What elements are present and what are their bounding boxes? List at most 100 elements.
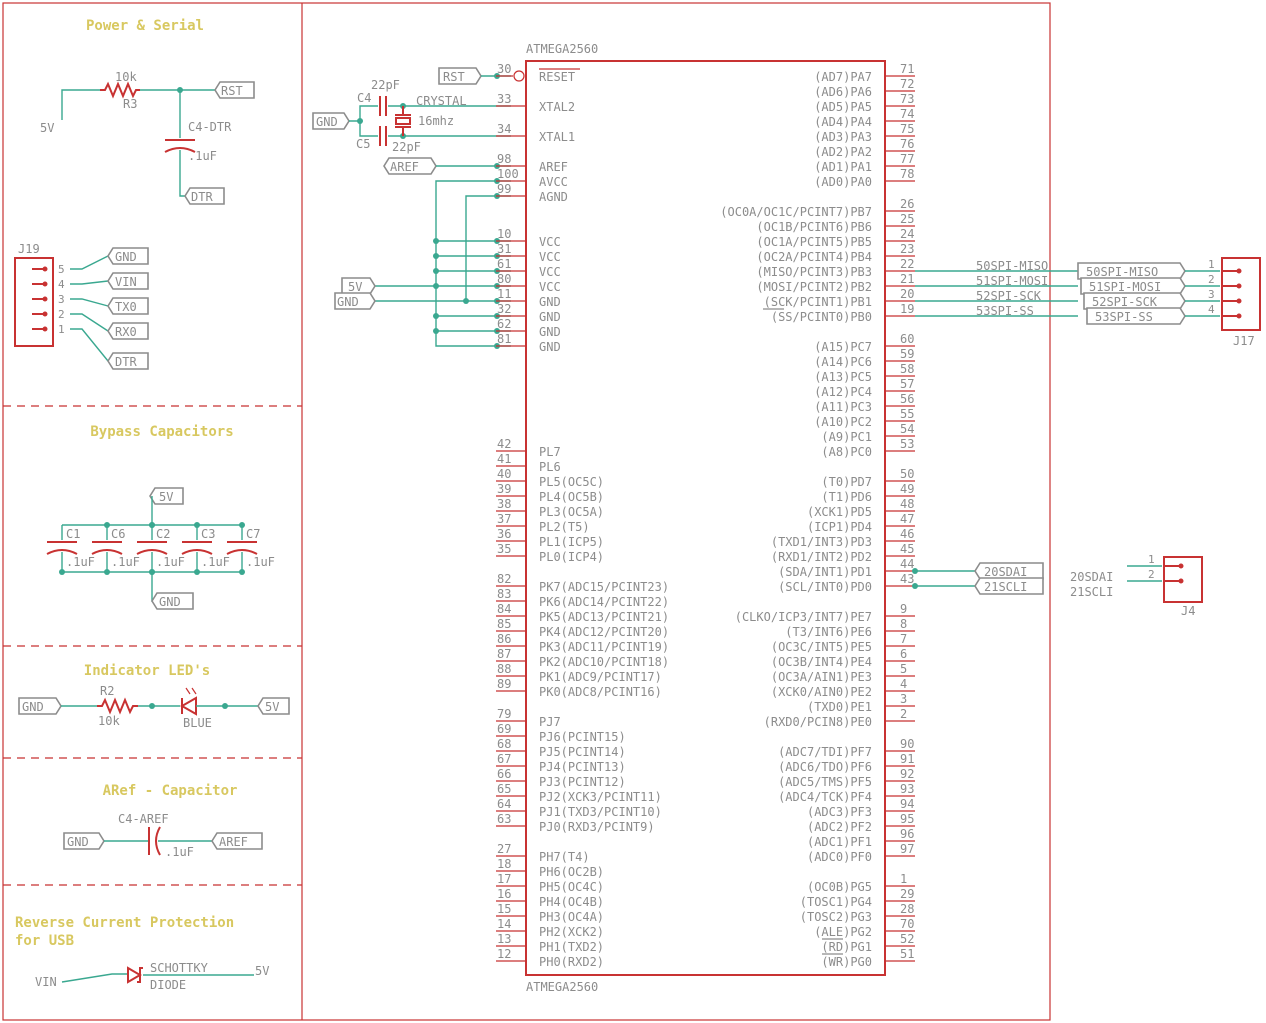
net-label-i2c-0 <box>974 562 1044 580</box>
c4-aref-name: C4-AREF <box>118 812 169 826</box>
net-label-j19-dtr <box>107 352 149 370</box>
mcu-pin-name: (SCK/PCINT1)PB1 <box>764 295 872 309</box>
mcu-pin-name: (A15)PC7 <box>814 340 872 354</box>
r2-name: R2 <box>100 684 114 698</box>
mcu-pin-name: (MOSI/PCINT2)PB2 <box>756 280 872 294</box>
bypass-cap-value: .1uF <box>66 555 95 569</box>
mcu-pin-name: (SCL/INT0)PD0 <box>778 580 872 594</box>
mcu-pin-num: 92 <box>900 767 914 781</box>
mcu-name-top: ATMEGA2560 <box>526 42 598 56</box>
cap-c4-dtr-curve <box>164 147 196 153</box>
mcu-pin-num: 45 <box>900 542 914 556</box>
net-label-gnd-xtal <box>312 112 350 130</box>
heading-aref: ARef - Capacitor <box>103 783 238 799</box>
mcu-pin-name: PH7(T4) <box>539 850 590 864</box>
mcu-pin-name: PL3(OC5A) <box>539 505 604 519</box>
mcu-pin-num: 51 <box>900 947 914 961</box>
bypass-cap-name: C2 <box>156 527 170 541</box>
mcu-pin-num: 29 <box>900 887 914 901</box>
net-label-5v-led <box>257 697 290 715</box>
mcu-name-bottom: ATMEGA2560 <box>526 980 598 994</box>
mcu-pin-num: 52 <box>900 932 914 946</box>
mcu-pin-name: (ADC6/TDO)PF6 <box>778 760 872 774</box>
reverse-circuit: VIN SCHOTTKY DIODE 5V <box>35 961 269 992</box>
mcu-pin-name: (A14)PC6 <box>814 355 872 369</box>
mcu-pin-name: PJ5(PCINT14) <box>539 745 626 759</box>
mcu-pin-name: RESET <box>539 70 575 84</box>
mcu-pin-name: PH5(OC4C) <box>539 880 604 894</box>
spi-net-label: 50SPI-MISO <box>976 259 1048 273</box>
mcu-pin-num: 49 <box>900 482 914 496</box>
mcu-pin-num: 30 <box>497 62 511 76</box>
mcu-pin-num: 31 <box>497 242 511 256</box>
mcu-pin-num: 21 <box>900 272 914 286</box>
j17-pin-num: 1 <box>1208 258 1215 271</box>
mcu-pin-name: (AD6)PA6 <box>814 85 872 99</box>
mcu-pin-num: 72 <box>900 77 914 91</box>
mcu-pin-num: 19 <box>900 302 914 316</box>
r2-value: 10k <box>98 714 120 728</box>
j17-pin-num: 3 <box>1208 288 1215 301</box>
mcu-pin-num: 34 <box>497 122 511 136</box>
diode-schottky <box>127 966 142 984</box>
mcu-pin-num: 54 <box>900 422 914 436</box>
mcu-pin-name: (OC0B)PG5 <box>807 880 872 894</box>
mcu-pin-name: PH3(OC4A) <box>539 910 604 924</box>
mcu-pin-name: PL1(ICP5) <box>539 535 604 549</box>
mcu-pin-name: PJ7 <box>539 715 561 729</box>
aref-gnd: GND <box>67 835 89 849</box>
mcu-pin-num: 22 <box>900 257 914 271</box>
net-label-i2c-1 <box>974 577 1044 595</box>
mcu-pin-num: 94 <box>900 797 914 811</box>
mcu-pin-num: 25 <box>900 212 914 226</box>
mcu-pin-num: 26 <box>900 197 914 211</box>
mcu-pin-num: 81 <box>497 332 511 346</box>
led-gnd: GND <box>22 700 44 714</box>
mcu-pin-num: 56 <box>900 392 914 406</box>
spi-net-label: 52SPI-SCK <box>976 289 1042 303</box>
j19-pin-num: 2 <box>58 308 65 321</box>
mcu-pin-name: (AD2)PA2 <box>814 145 872 159</box>
mcu-pin-num: 40 <box>497 467 511 481</box>
r3-value: 10k <box>115 70 137 84</box>
mcu-pin-name: PK3(ADC11/PCINT19) <box>539 640 669 654</box>
mcu-pin-name: PH1(TXD2) <box>539 940 604 954</box>
mcu-pin-name: GND <box>539 340 561 354</box>
mcu-pin-num: 53 <box>900 437 914 451</box>
mcu-pin-num: 57 <box>900 377 914 391</box>
mcu-pin-name: AGND <box>539 190 568 204</box>
mcu-pin-name: (TXD1/INT3)PD3 <box>771 535 872 549</box>
mcu-pin-name: (ALE)PG2 <box>814 925 872 939</box>
mcu-pin-num: 77 <box>900 152 914 166</box>
spi-net-label: 51SPI-MOSI <box>976 274 1048 288</box>
mcu-pin-name: (RXD0/PCIN8)PE0 <box>764 715 872 729</box>
mcu-pin-num: 3 <box>900 692 907 706</box>
mcu-pin-name: VCC <box>539 265 561 279</box>
mcu-pin-num: 80 <box>497 272 511 286</box>
sheet-frame <box>2 2 1051 1021</box>
mcu-gnd: GND <box>337 295 359 309</box>
mcu-pin-num: 61 <box>497 257 511 271</box>
mcu-pin-name: (T3/INT6)PE6 <box>785 625 872 639</box>
mcu-pin-num: 2 <box>900 707 907 721</box>
cap-c4-aref-curve <box>155 826 161 856</box>
mcu-pin-name: (T0)PD7 <box>821 475 872 489</box>
aref-net: AREF <box>219 835 248 849</box>
rst-label: RST <box>221 84 243 98</box>
i2c-net-label: 20SDAI <box>1070 570 1113 584</box>
mcu-pin-name: (ADC7/TDI)PF7 <box>778 745 872 759</box>
net-label-5v-bypass <box>149 487 184 505</box>
mcu-pin-num: 71 <box>900 62 914 76</box>
diode-line-2: DIODE <box>150 978 186 992</box>
mcu-pin-name: (ADC3)PF3 <box>807 805 872 819</box>
mcu-pin-num: 100 <box>497 167 519 181</box>
mcu-pin-name: AREF <box>539 160 568 174</box>
c5-name: C5 <box>356 137 370 151</box>
aref-circuit: GND C4-AREF .1uF AREF <box>63 812 263 859</box>
led-circuit: GND R2 10k BLUE 5V <box>18 684 290 730</box>
net-label-j19-dtr-text: DTR <box>115 355 137 369</box>
mcu-pin-name: (OC1B/PCINT6)PB6 <box>756 220 872 234</box>
mcu-pin-num: 37 <box>497 512 511 526</box>
net-label-j19-rx0-text: RX0 <box>115 325 137 339</box>
